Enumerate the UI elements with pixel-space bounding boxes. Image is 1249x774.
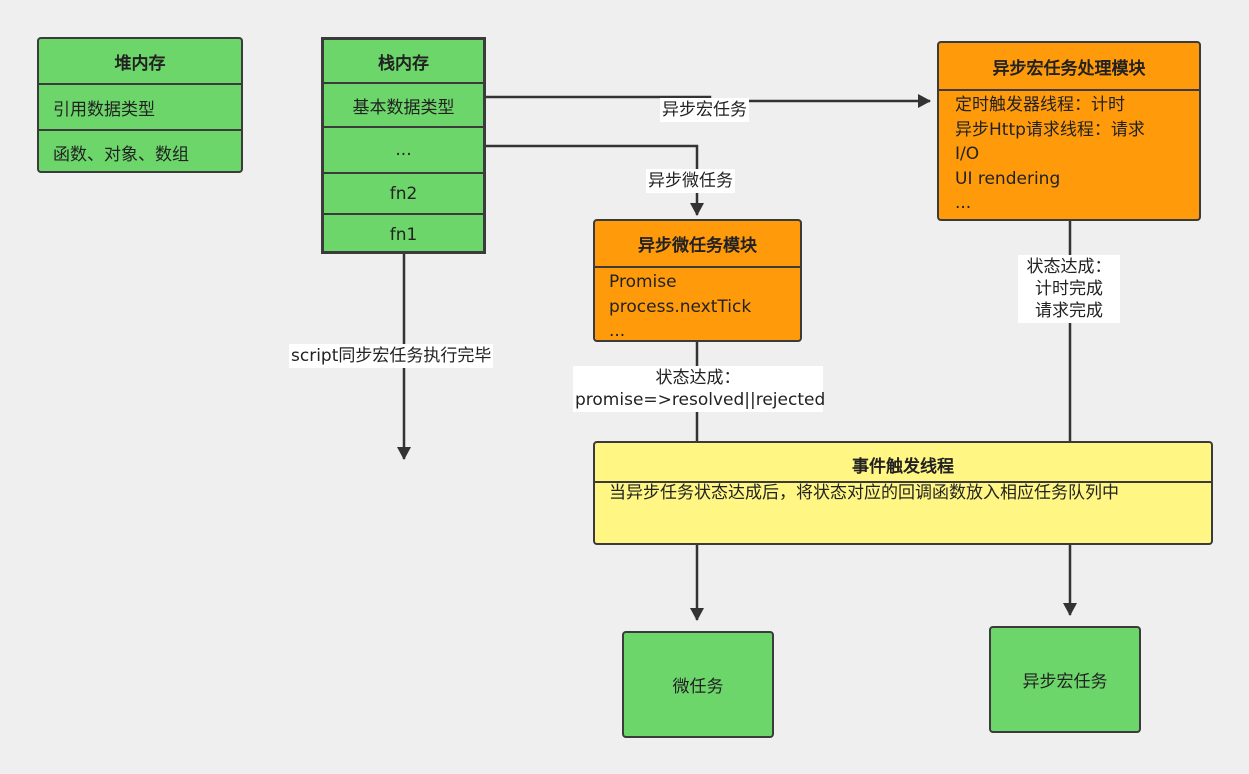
edge-label-script-done: script同步宏任务执行完毕 [289,344,494,368]
heap-memory-box: 堆内存 引用数据类型 函数、对象、数组 [37,37,243,173]
macro-item-timer: 定时触发器线程：计时 [955,95,1125,115]
macro-task-queue-box: 异步宏任务 [989,626,1141,733]
stack-row-fn1: fn1 [324,213,483,251]
edge-label-async-macro: 异步宏任务 [660,98,749,122]
micro-task-queue-box: 微任务 [622,631,774,738]
micro-state-line-2: promise=>resolved||rejected [575,390,826,410]
stack-title: 栈内存 [378,53,429,74]
macro-module-title: 异步宏任务处理模块 [992,58,1146,79]
macro-task-module: 异步宏任务处理模块 定时触发器线程：计时 异步Http请求线程：请求 I/O U… [937,41,1201,221]
edge-label-macro-state: 状态达成： 计时完成 请求完成 [1018,255,1120,323]
macro-state-line-2: 计时完成 [1035,279,1103,299]
micro-task-module: 异步微任务模块 Promise process.nextTick ... [593,219,802,342]
micro-item-promise: Promise [609,272,677,292]
macro-item-io: I/O [955,144,980,164]
stack-row-fn2: fn2 [324,172,483,213]
micro-item-ellipsis: ... [609,321,626,341]
edge-label-async-micro: 异步微任务 [646,169,735,193]
heap-row-functions-objects-arrays: 函数、对象、数组 [39,129,241,171]
heap-row-reference-types: 引用数据类型 [39,83,241,129]
micro-task-queue-label: 微任务 [672,677,724,697]
stack-memory-box: 栈内存 基本数据类型 ... fn2 fn1 [321,37,486,254]
stack-row-primitive-types: 基本数据类型 [324,82,483,126]
heap-title: 堆内存 [114,53,166,74]
macro-state-line-1: 状态达成： [1026,257,1112,277]
micro-item-nexttick: process.nextTick [609,296,752,317]
micro-state-line-1: 状态达成： [655,368,741,388]
event-thread-description: 当异步任务状态达成后，将状态对应的回调函数放入相应任务队列中 [609,483,1119,503]
edge-label-micro-state: 状态达成： promise=>resolved||rejected [573,366,826,412]
stack-row-ellipsis: ... [324,126,483,172]
macro-state-line-3: 请求完成 [1035,301,1103,321]
macro-item-ellipsis: ... [955,193,972,213]
micro-module-title: 异步微任务模块 [638,236,757,256]
micro-module-items: Promise process.nextTick ... [595,268,800,341]
event-thread-title: 事件触发线程 [852,456,954,477]
macro-task-queue-label: 异步宏任务 [1022,672,1108,692]
event-trigger-thread-box: 事件触发线程 当异步任务状态达成后，将状态对应的回调函数放入相应任务队列中 [593,441,1213,545]
macro-item-http: 异步Http请求线程：请求 [955,119,1145,140]
macro-item-ui-rendering: UI rendering [955,168,1061,189]
macro-module-items: 定时触发器线程：计时 异步Http请求线程：请求 I/O UI renderin… [939,91,1199,216]
